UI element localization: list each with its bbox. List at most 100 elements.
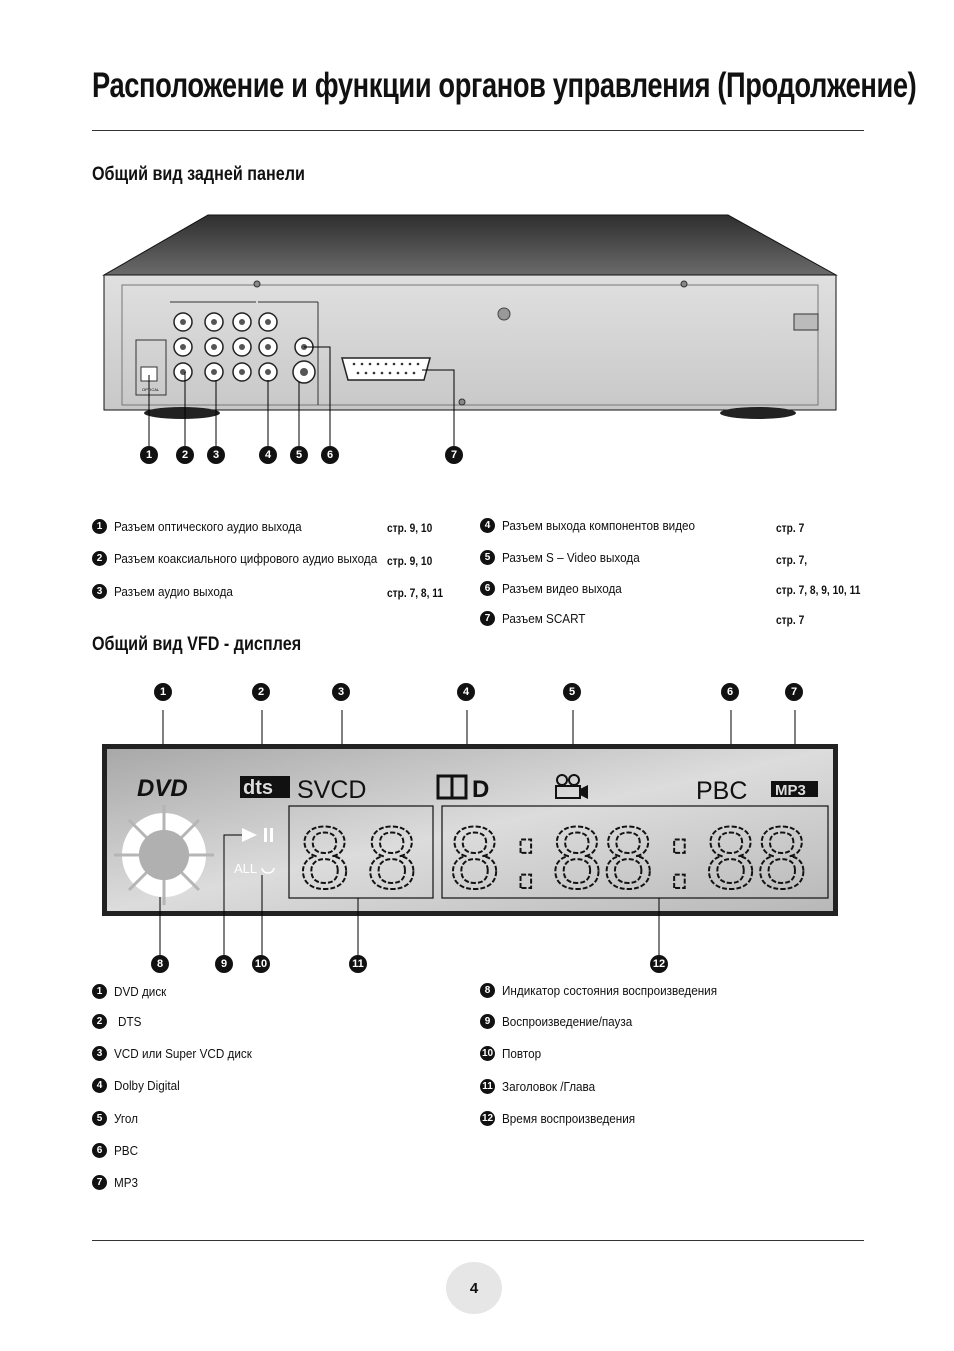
vfd-callout-4: 4	[457, 683, 475, 701]
dolby-logo: D	[472, 776, 489, 803]
rear-callout-2: 2	[176, 446, 194, 464]
legend-item: 4 Разъем выхода компонентов видео	[480, 518, 717, 533]
legend-item: 7 MP3	[92, 1175, 141, 1190]
legend-item: 12 Время воспроизведения	[480, 1111, 650, 1126]
legend-text: Разъем оптического аудио выхода	[114, 519, 302, 534]
legend-number: 9	[480, 1014, 495, 1029]
vfd-display-illustration: DVD dts SVCD D PBC MP3 ALL 88 8:88:88	[102, 710, 838, 955]
rear-callout-7: 7	[445, 446, 463, 464]
legend-number: 6	[480, 581, 495, 596]
legend-text: Разъем аудио выхода	[114, 584, 233, 599]
svcd-indicator: SVCD	[297, 776, 366, 804]
legend-text: Разъем SCART	[502, 611, 586, 626]
dvd-logo: DVD	[137, 775, 188, 802]
vfd-callout-11: 11	[349, 955, 367, 973]
legend-text: VCD или Super VCD диск	[114, 1046, 252, 1061]
legend-text: Разъем S – Video выхода	[502, 550, 640, 565]
vfd-callout-7: 7	[785, 683, 803, 701]
legend-item: 10 Повтор	[480, 1046, 545, 1061]
legend-text: Разъем видео выхода	[502, 581, 622, 596]
legend-item: 5 Угол	[92, 1111, 141, 1126]
legend-number: 4	[92, 1078, 107, 1093]
angle-icon	[555, 774, 588, 799]
legend-text: Разъем коаксиального цифрового аудио вых…	[114, 551, 378, 566]
vfd-callout-6: 6	[721, 683, 739, 701]
legend-number: 5	[480, 550, 495, 565]
legend-text: Повтор	[502, 1046, 542, 1061]
legend-text: Разъем выхода компонентов видео	[502, 518, 696, 533]
legend-page-ref: стр. 7, 8, 9, 10, 11	[776, 583, 861, 597]
legend-item: 5 Разъем S – Video выхода	[480, 550, 655, 565]
legend-number: 8	[480, 983, 495, 998]
rear-panel-heading: Общий вид задней панели	[92, 164, 305, 185]
vfd-heading: Общий вид VFD - дисплея	[92, 634, 302, 655]
legend-number: 1	[92, 984, 107, 999]
legend-item: 6 Разъем видео выхода	[480, 581, 635, 596]
legend-number: 10	[480, 1046, 495, 1061]
legend-item: 11 Заголовок /Глава	[480, 1079, 605, 1094]
legend-page-ref: стр. 7	[776, 613, 805, 627]
vfd-callout-9: 9	[215, 955, 233, 973]
legend-text: Воспроизведение/пауза	[502, 1014, 633, 1029]
mp3-logo: MP3	[775, 782, 806, 799]
legend-item: 6 PBC	[92, 1143, 141, 1158]
rear-callout-3: 3	[207, 446, 225, 464]
legend-item: 1 DVD диск	[92, 984, 172, 999]
legend-page-ref: стр. 7, 8, 11	[387, 586, 444, 600]
rear-callout-6: 6	[321, 446, 339, 464]
dts-logo: dts	[243, 777, 273, 799]
vfd-callout-10: 10	[252, 955, 270, 973]
page-number: 4	[446, 1262, 502, 1314]
legend-number: 2	[92, 1014, 107, 1029]
pbc-indicator: PBC	[696, 777, 747, 805]
vfd-callout-5: 5	[563, 683, 581, 701]
vfd-callout-2: 2	[252, 683, 270, 701]
rear-callout-5: 5	[290, 446, 308, 464]
legend-item: 8 Индикатор состояния воспроизведения	[480, 983, 741, 998]
legend-number: 5	[92, 1111, 107, 1126]
legend-number: 3	[92, 1046, 107, 1061]
legend-number: 12	[480, 1111, 495, 1126]
legend-text: DTS	[118, 1014, 142, 1029]
legend-item: 3 Разъем аудио выхода	[92, 584, 246, 599]
vfd-callout-3: 3	[332, 683, 350, 701]
legend-number: 11	[480, 1079, 495, 1094]
legend-item: 7 Разъем SCART	[480, 611, 595, 626]
vfd-callout-1: 1	[154, 683, 172, 701]
legend-text: Заголовок /Глава	[502, 1079, 596, 1094]
legend-number: 3	[92, 584, 107, 599]
legend-text: Индикатор состояния воспроизведения	[502, 983, 718, 998]
legend-number: 7	[92, 1175, 107, 1190]
legend-item: 4 Dolby Digital	[92, 1078, 187, 1093]
legend-number: 4	[480, 518, 495, 533]
legend-number: 1	[92, 519, 107, 534]
footer-rule	[92, 1240, 864, 1241]
legend-text: Время воспроизведения	[502, 1111, 636, 1126]
legend-item: 2 Разъем коаксиального цифрового аудио в…	[92, 551, 406, 566]
all-indicator: ALL	[234, 861, 257, 876]
legend-item: 1 Разъем оптического аудио выхода	[92, 519, 322, 534]
rear-callout-1: 1	[140, 446, 158, 464]
legend-item: 2 DTS	[92, 1014, 144, 1029]
page-title: Расположение и функции органов управлени…	[92, 66, 917, 105]
legend-item: 3 VCD или Super VCD диск	[92, 1046, 267, 1061]
vfd-callout-12: 12	[650, 955, 668, 973]
legend-page-ref: стр. 9, 10	[387, 521, 433, 535]
legend-page-ref: стр. 9, 10	[387, 554, 433, 568]
vfd-callout-8: 8	[151, 955, 169, 973]
legend-text: Угол	[114, 1111, 139, 1126]
svg-text:OPTICAL: OPTICAL	[142, 387, 160, 392]
playback-time-digits: 8:88:88	[447, 811, 805, 916]
legend-number: 2	[92, 551, 107, 566]
title-rule	[92, 130, 864, 131]
legend-text: DVD диск	[114, 984, 167, 999]
legend-text: Dolby Digital	[114, 1078, 180, 1093]
rear-panel-illustration: OPTICAL	[102, 214, 838, 446]
rear-callout-4: 4	[259, 446, 277, 464]
legend-number: 7	[480, 611, 495, 626]
legend-text: MP3	[114, 1175, 139, 1190]
legend-text: PBC	[114, 1143, 139, 1158]
title-chapter-digits: 88	[297, 811, 431, 916]
legend-item: 9 Воспроизведение/пауза	[480, 1014, 647, 1029]
legend-page-ref: стр. 7,	[776, 553, 808, 567]
